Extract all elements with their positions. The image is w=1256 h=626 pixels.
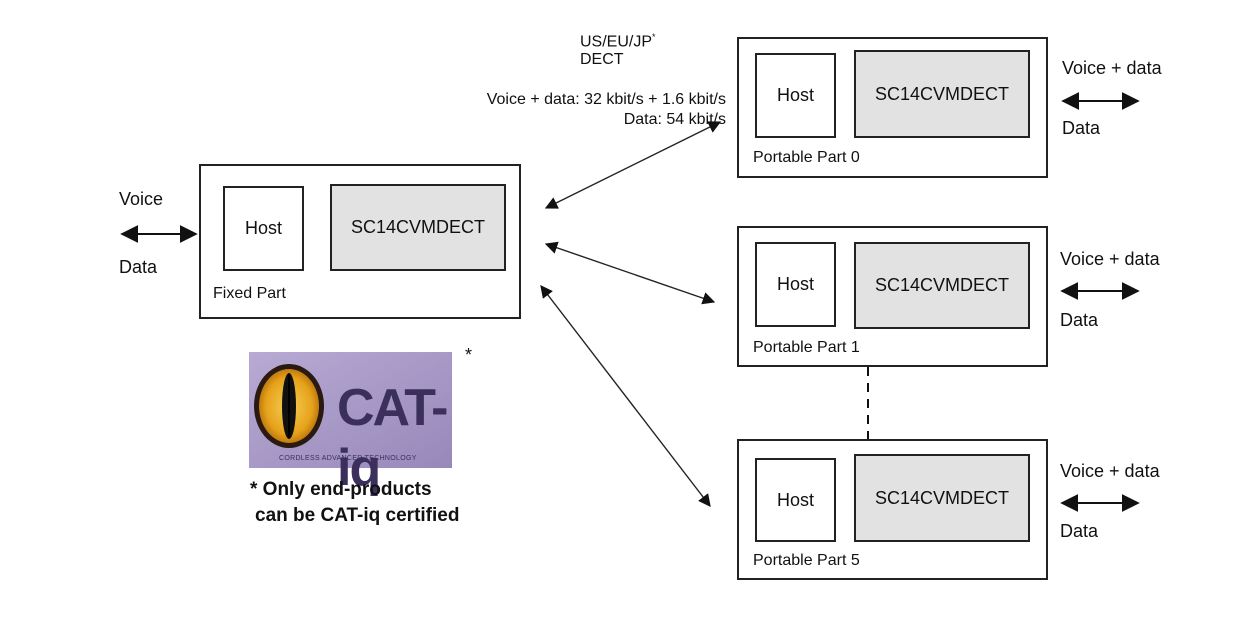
logo-text: CAT-iq <box>337 379 448 497</box>
portable-part-5-host: Host <box>755 458 836 542</box>
fixed-part-chip: SC14CVMDECT <box>330 184 506 271</box>
fixed-part-box: Host SC14CVMDECT Fixed Part <box>199 164 521 319</box>
radio-rates: Voice + data: 32 kbit/s + 1.6 kbit/s Dat… <box>400 90 726 130</box>
link-to-pp0 <box>544 121 722 209</box>
fixed-part-caption: Fixed Part <box>213 285 286 302</box>
pp5-io-top-label: Voice + data <box>1060 461 1160 481</box>
portable-part-0-caption: Portable Part 0 <box>753 149 860 166</box>
pp5-io-bottom-label: Data <box>1060 521 1099 541</box>
pp1-io-bottom-label: Data <box>1060 310 1099 330</box>
fixed-io-top-label: Voice <box>119 189 164 209</box>
rate-data: Data: 54 kbit/s <box>623 111 726 128</box>
portable-part-1-host: Host <box>755 242 836 327</box>
footnote-line-1: * Only end-products <box>250 479 432 500</box>
fixed-io-bottom-label: Data <box>119 257 158 277</box>
portable-part-1-caption: Portable Part 1 <box>753 339 860 356</box>
link-to-pp1 <box>544 241 716 305</box>
link-to-pp5 <box>540 285 711 507</box>
radio-standard: US/EU/JP* DECT <box>580 32 656 69</box>
portable-part-1-chip: SC14CVMDECT <box>854 242 1030 329</box>
pp0-io-top-label: Voice + data <box>1062 58 1162 78</box>
pp1-io-top-label: Voice + data <box>1060 249 1160 269</box>
portable-part-0-chip: SC14CVMDECT <box>854 50 1030 138</box>
portable-part-5-chip: SC14CVMDECT <box>854 454 1030 542</box>
portable-part-0-host: Host <box>755 53 836 138</box>
rate-voice-data: Voice + data: 32 kbit/s + 1.6 kbit/s <box>486 91 726 108</box>
portable-part-1-box: Host SC14CVMDECT Portable Part 1 <box>737 226 1048 367</box>
portable-part-0-box: Host SC14CVMDECT Portable Part 0 <box>737 37 1048 178</box>
cat-iq-logo: CAT-iq CORDLESS ADVANCED TECHNOLOGY <box>249 352 452 497</box>
pp0-io-bottom-label: Data <box>1062 118 1101 138</box>
portable-part-5-caption: Portable Part 5 <box>753 552 860 569</box>
cat-eye-icon <box>249 352 452 468</box>
logo-tagline: CORDLESS ADVANCED TECHNOLOGY <box>279 455 417 462</box>
fixed-part-host: Host <box>223 186 304 271</box>
logo-asterisk: * <box>465 345 473 365</box>
portable-part-5-box: Host SC14CVMDECT Portable Part 5 <box>737 439 1048 580</box>
footnote-line-2: can be CAT-iq certified <box>255 505 460 526</box>
